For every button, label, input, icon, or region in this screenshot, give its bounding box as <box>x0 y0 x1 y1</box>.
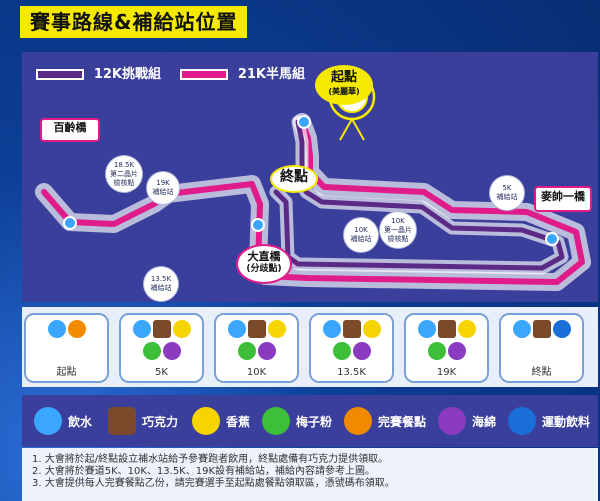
callout-19k: 19K 補給站 <box>147 172 179 204</box>
plum-powder-icon <box>332 342 351 360</box>
station-icons <box>31 320 102 362</box>
water-icon <box>512 320 531 338</box>
plum-powder-icon <box>237 342 256 360</box>
station-label: 13.5K <box>337 367 366 378</box>
callout-10k-right: 10K 第一晶片 檢核點 <box>380 212 416 248</box>
callout-10k-left: 10K 補給站 <box>344 218 378 252</box>
station-icons <box>126 320 197 362</box>
water-icon <box>322 320 341 338</box>
station-label: 終點 <box>531 367 552 378</box>
note-1: 1. 大會將於起/終點設立補水站給予參賽跑者飲用，終點處備有巧克力提供領取。 <box>32 454 389 465</box>
sponge-icon <box>257 342 276 360</box>
chocolate-icon <box>108 407 136 435</box>
banana-icon <box>192 407 220 435</box>
plum-powder-icon <box>427 342 446 360</box>
banana-icon <box>362 320 381 338</box>
station-label: 起點 <box>56 367 77 378</box>
station-icons <box>221 320 292 362</box>
supply-legend: 飲水 巧克力 香蕉 梅子粉 完賽餐點 海綿 運動飲料 <box>22 395 598 447</box>
station-icons <box>411 320 482 362</box>
legend-water: 飲水 <box>34 407 92 435</box>
legend-banana: 香蕉 <box>192 407 250 435</box>
sponge-icon <box>162 342 181 360</box>
note-3: 3. 大會提供每人完賽餐點乙份，請完賽選手至起點處餐點領取區，憑號碼布領取。 <box>32 478 395 489</box>
legend-sports-drink: 運動飲料 <box>508 407 590 435</box>
legend-sponge: 海綿 <box>438 407 496 435</box>
supply-stations-panel: 起點 5K 10K <box>22 307 598 387</box>
station-start: 起點 <box>24 313 109 383</box>
legend-plum-powder: 梅子粉 <box>262 407 332 435</box>
marker-start <box>297 115 311 129</box>
water-icon <box>227 320 246 338</box>
plum-powder-icon <box>142 342 161 360</box>
marker-bailing <box>63 216 77 230</box>
water-icon <box>34 407 62 435</box>
water-icon <box>47 320 66 338</box>
banana-icon <box>267 320 286 338</box>
station-icons <box>316 320 387 362</box>
marker-maishuai <box>545 232 559 246</box>
notes: 1. 大會將於起/終點設立補水站給予參賽跑者飲用，終點處備有巧克力提供領取。 2… <box>22 448 598 501</box>
legend-21k: 21K半馬組 <box>180 63 305 82</box>
sports-drink-icon <box>552 320 571 338</box>
water-icon <box>132 320 151 338</box>
callout-5k: 5K 補給站 <box>490 176 524 210</box>
sponge-icon <box>447 342 466 360</box>
water-icon <box>417 320 436 338</box>
dazhi-bridge-tag: 大直橋 (分歧點) <box>236 244 292 284</box>
maishuai-bridge-tag: 麥帥一橋 <box>534 186 592 212</box>
station-finish: 終點 <box>499 313 584 383</box>
finish-tag: 終點 <box>270 165 318 193</box>
sponge-icon <box>438 407 466 435</box>
legend-chocolate: 巧克力 <box>108 407 178 435</box>
station-19k: 19K <box>404 313 489 383</box>
chocolate-icon <box>532 320 551 338</box>
chocolate-icon <box>437 320 456 338</box>
legend-12k: 12K挑戰組 <box>36 63 161 82</box>
station-5k: 5K <box>119 313 204 383</box>
meal-icon <box>344 407 372 435</box>
page-title: 賽事路線&補給站位置 <box>20 6 248 38</box>
station-label: 10K <box>246 367 267 378</box>
note-2: 2. 大會將於賽道5K、10K、13.5K、19K設有補給站，補給內容請參考上圖… <box>32 466 376 477</box>
plum-powder-icon <box>262 407 290 435</box>
banana-icon <box>457 320 476 338</box>
legend-meal: 完賽餐點 <box>344 407 426 435</box>
chocolate-icon <box>342 320 361 338</box>
sports-drink-icon <box>508 407 536 435</box>
route-map: 12K挑戰組 21K半馬組 起點 (美麗華) 百齡橋 終點 麥帥一橋 大直橋 (… <box>22 52 598 302</box>
sponge-icon <box>352 342 371 360</box>
station-10k: 10K <box>214 313 299 383</box>
chocolate-icon <box>247 320 266 338</box>
marker-dazhi <box>251 218 265 232</box>
callout-13-5k: 13.5K 補給站 <box>144 267 178 301</box>
banana-icon <box>172 320 191 338</box>
station-13-5k: 13.5K <box>309 313 394 383</box>
meal-icon <box>67 320 86 338</box>
start-tag: 起點 (美麗華) <box>315 65 373 105</box>
bailing-bridge-tag: 百齡橋 <box>40 118 100 142</box>
chocolate-icon <box>152 320 171 338</box>
station-icons <box>506 320 577 362</box>
callout-18-5k: 18.5K 第二晶片 檢核點 <box>106 156 142 192</box>
station-label: 5K <box>155 367 168 378</box>
station-label: 19K <box>436 367 457 378</box>
